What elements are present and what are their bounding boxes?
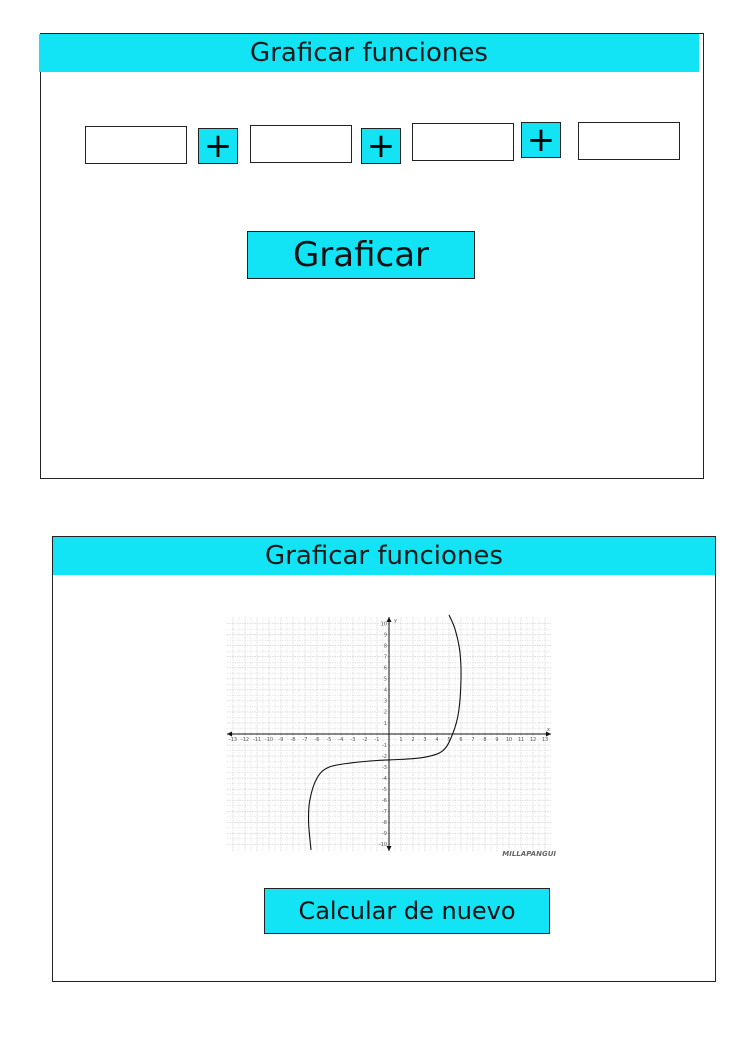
x-tick-label: 3 bbox=[423, 737, 426, 743]
x-tick-label: 5 bbox=[447, 737, 450, 743]
y-tick-label: -1 bbox=[382, 743, 387, 749]
watermark: MILLAPANGUI bbox=[502, 850, 556, 858]
y-axis-label: y bbox=[394, 618, 397, 624]
x-tick-label: -12 bbox=[241, 737, 249, 743]
x-tick-label: 13 bbox=[542, 737, 548, 743]
x-tick-label: -13 bbox=[229, 737, 237, 743]
y-tick-label: 3 bbox=[384, 699, 387, 705]
x-tick-label: 11 bbox=[518, 737, 524, 743]
y-tick-label: 7 bbox=[384, 655, 387, 661]
x-tick-label: -6 bbox=[315, 737, 320, 743]
graph-button[interactable]: Graficar bbox=[247, 231, 475, 279]
x-tick-label: -10 bbox=[265, 737, 273, 743]
grid-lines bbox=[227, 617, 551, 851]
y-tick-label: -8 bbox=[382, 820, 387, 826]
x-tick-label: -9 bbox=[279, 737, 284, 743]
panel-title: Graficar funciones bbox=[39, 34, 699, 72]
x-tick-label: -11 bbox=[253, 737, 261, 743]
y-tick-label: -4 bbox=[382, 776, 387, 782]
axes bbox=[227, 617, 551, 851]
x-tick-label: 1 bbox=[399, 737, 402, 743]
x-tick-label: 8 bbox=[483, 737, 486, 743]
y-tick-label: 1 bbox=[384, 721, 387, 727]
y-tick-label: 6 bbox=[384, 666, 387, 672]
y-tick-label: -2 bbox=[382, 754, 387, 760]
y-axis-arrow-up bbox=[386, 617, 392, 622]
x-tick-label: -8 bbox=[291, 737, 296, 743]
series-layer bbox=[307, 614, 462, 850]
y-tick-label: -9 bbox=[382, 831, 387, 837]
x-tick-label: -2 bbox=[363, 737, 368, 743]
x-tick-label: 12 bbox=[530, 737, 536, 743]
y-tick-label: -10 bbox=[379, 842, 387, 848]
x-tick-label: 6 bbox=[459, 737, 462, 743]
function-input-panel: Graficar funciones + + + Graficar bbox=[39, 33, 704, 479]
x-tick-label: 4 bbox=[435, 737, 438, 743]
plus-button-2[interactable]: + bbox=[361, 128, 401, 164]
x-tick-label: -1 bbox=[375, 737, 380, 743]
x-tick-label: 10 bbox=[506, 737, 512, 743]
x-tick-label: -4 bbox=[339, 737, 344, 743]
y-tick-label: 10 bbox=[381, 621, 387, 627]
plus-button-3[interactable]: + bbox=[521, 122, 561, 158]
y-tick-label: 8 bbox=[384, 643, 387, 649]
x-tick-label: 2 bbox=[411, 737, 414, 743]
y-tick-label: 9 bbox=[384, 632, 387, 638]
x-tick-label: -5 bbox=[327, 737, 332, 743]
x-axis-arrow-left bbox=[227, 731, 232, 737]
function-input-3[interactable] bbox=[412, 123, 514, 161]
recalculate-button[interactable]: Calcular de nuevo bbox=[264, 888, 550, 934]
y-tick-label: 2 bbox=[384, 710, 387, 716]
x-axis-label: x bbox=[547, 727, 550, 733]
function-input-1[interactable] bbox=[85, 126, 187, 164]
x-axis-arrow-right bbox=[546, 731, 551, 737]
function-input-4[interactable] bbox=[578, 122, 680, 160]
series-line-1 bbox=[307, 614, 462, 850]
x-tick-label: -7 bbox=[303, 737, 308, 743]
y-tick-label: -6 bbox=[382, 798, 387, 804]
y-tick-label: 4 bbox=[384, 688, 387, 694]
plus-button-1[interactable]: + bbox=[198, 128, 238, 164]
x-tick-label: -3 bbox=[351, 737, 356, 743]
graph-result-panel: Graficar funciones -13-12-11-10-9-8-7-6-… bbox=[52, 536, 716, 982]
y-tick-label: -7 bbox=[382, 809, 387, 815]
y-tick-label: -3 bbox=[382, 765, 387, 771]
x-tick-label: 7 bbox=[471, 737, 474, 743]
y-tick-label: -5 bbox=[382, 787, 387, 793]
y-tick-label: 5 bbox=[384, 677, 387, 683]
y-axis-arrow-down bbox=[386, 846, 392, 851]
panel-title: Graficar funciones bbox=[53, 537, 715, 575]
function-input-2[interactable] bbox=[250, 125, 352, 163]
x-tick-label: 9 bbox=[495, 737, 498, 743]
